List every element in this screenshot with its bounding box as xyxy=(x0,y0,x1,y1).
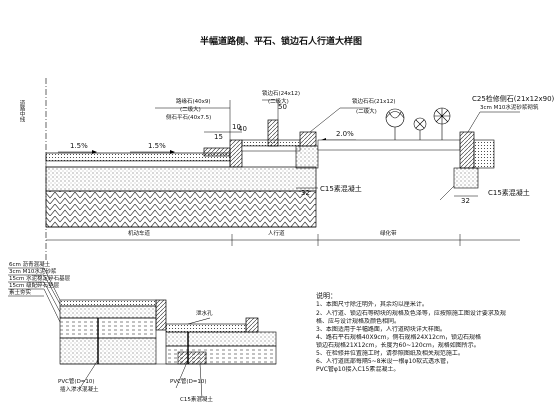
layer-2: 3cm M10水泥砂浆 xyxy=(9,269,57,275)
note-line: 6、人行道底部每隔5~8米设一根φ10软式透水管， xyxy=(316,358,453,366)
notes-block: 说明： 1、本图尺寸除注明外，其余均以厘米计。 2、人行道、锁边石等砌块的规格及… xyxy=(316,292,552,374)
note-line: 2、人行道、锁边石等砌块的规格及色泽等，应按照施工图设计要求及规 xyxy=(316,309,506,317)
notes-title: 说明： xyxy=(316,292,337,300)
note-line: PVC管φ10接入C15素混凝土。 xyxy=(316,366,400,374)
green-belt-soil xyxy=(317,139,461,151)
c25-curb xyxy=(459,131,475,169)
pvc-label-2: PVC管(D=10) xyxy=(170,379,207,385)
note-line: 1、本图尺寸除注明外，其余均以厘米计。 xyxy=(316,301,428,309)
note-line: 锁边石规格21X12cm，长度为60~120cm，规格如图所示。 xyxy=(316,341,480,349)
centerline-label: 道路中线 xyxy=(18,100,25,122)
zone-vehicle-label: 机动车道 xyxy=(128,231,151,237)
right-block xyxy=(473,139,495,169)
top-section xyxy=(45,78,520,262)
c15-footing-2 xyxy=(453,167,479,189)
road-mortar-layer xyxy=(45,160,231,168)
shrub-icon xyxy=(385,107,451,140)
paving-label: 路缘石(40x9) xyxy=(176,99,211,105)
bottom-curb xyxy=(155,299,167,331)
flat-stone-label: 侧石平石(40x7.5) xyxy=(166,115,212,121)
dim-40-label: 40 xyxy=(238,125,247,133)
note-line: 格、应与设计规格及颜色相同。 xyxy=(316,317,401,325)
lock-stone-label: 锁边石(24x12) xyxy=(262,91,301,97)
lock2-stone-label: 锁边石石(21x12) xyxy=(352,99,396,105)
bottom-lock-stone xyxy=(245,317,259,333)
curb-stone xyxy=(229,139,243,168)
bottom-subgrade xyxy=(59,337,157,365)
bottom-cushion xyxy=(59,317,157,339)
mortar-label: 3cm M10水泥砂浆砌筑 xyxy=(480,105,539,111)
zone-walk-label: 人行道 xyxy=(268,231,285,237)
layer-3: 15cm 水泥稳定碎石基层 xyxy=(9,276,71,282)
c15-bottom-label: C15素混凝土 xyxy=(180,397,213,403)
road-asphalt-layer xyxy=(45,152,231,162)
layer-1: 6cm 沥青混凝土 xyxy=(9,262,51,268)
sidewalk-mortar-layer xyxy=(241,145,301,152)
road-base-layer xyxy=(45,166,317,192)
note-line: 5、在检修井位置施工时，请参照图纸及相关规范施工。 xyxy=(316,350,464,357)
pvc-sub-label: 插入渗水混凝土 xyxy=(60,387,99,393)
lock-stone-sub-label: (二级大) xyxy=(268,99,289,105)
c15-label-2: C15素混凝土 xyxy=(488,189,530,197)
paving-sub-label: (二级大) xyxy=(180,107,201,113)
dim-15-label: 15 xyxy=(214,133,223,141)
bottom-asphalt xyxy=(59,299,157,307)
drawing-title: 半幅道路侧、平石、锁边石人行道大样图 xyxy=(200,37,363,47)
bottom-c15 xyxy=(177,351,207,365)
bottom-base xyxy=(59,305,157,319)
note-line: 4、路石平石规格40X9cm，侧石规格24X12cm，锁边石规格 xyxy=(316,333,482,341)
bottom-walk-base xyxy=(165,331,277,347)
bottom-walk xyxy=(165,323,247,333)
lock2-stone-sub-label: (二级大) xyxy=(356,109,377,115)
lock-edge-stone-2 xyxy=(299,131,317,147)
note-line: 3、本图适用于半幅路面，人行道砌块详大样图。 xyxy=(316,325,446,333)
dim-32a-label: 32 xyxy=(301,189,310,197)
drain-label: 泄水孔 xyxy=(196,311,213,317)
layer-5: 素土夯实 xyxy=(9,290,32,296)
road-cushion-layer xyxy=(45,190,317,228)
c25-curb-label: C25检修侧石(21x12x90) xyxy=(472,95,555,103)
lock-edge-stone xyxy=(267,119,279,147)
c15-footing-1 xyxy=(295,145,319,169)
bottom-section xyxy=(8,267,277,399)
slope-walk-label: 2.0% xyxy=(336,130,354,138)
dim-10-label: 10 xyxy=(232,123,241,131)
zone-green-label: 绿化带 xyxy=(380,231,397,237)
flat-stone xyxy=(203,147,231,157)
slope-right-label: 1.5% xyxy=(148,142,166,150)
layer-4: 15cm 级配碎石垫层 xyxy=(9,283,60,289)
dim-50-label: 50 xyxy=(278,103,287,111)
pvc-label-1: PVC管(D=10) xyxy=(58,379,95,385)
dim-32b-label: 32 xyxy=(461,197,470,205)
slope-left-label: 1.5% xyxy=(70,142,88,150)
c15-label-1: C15素混凝土 xyxy=(320,185,362,193)
